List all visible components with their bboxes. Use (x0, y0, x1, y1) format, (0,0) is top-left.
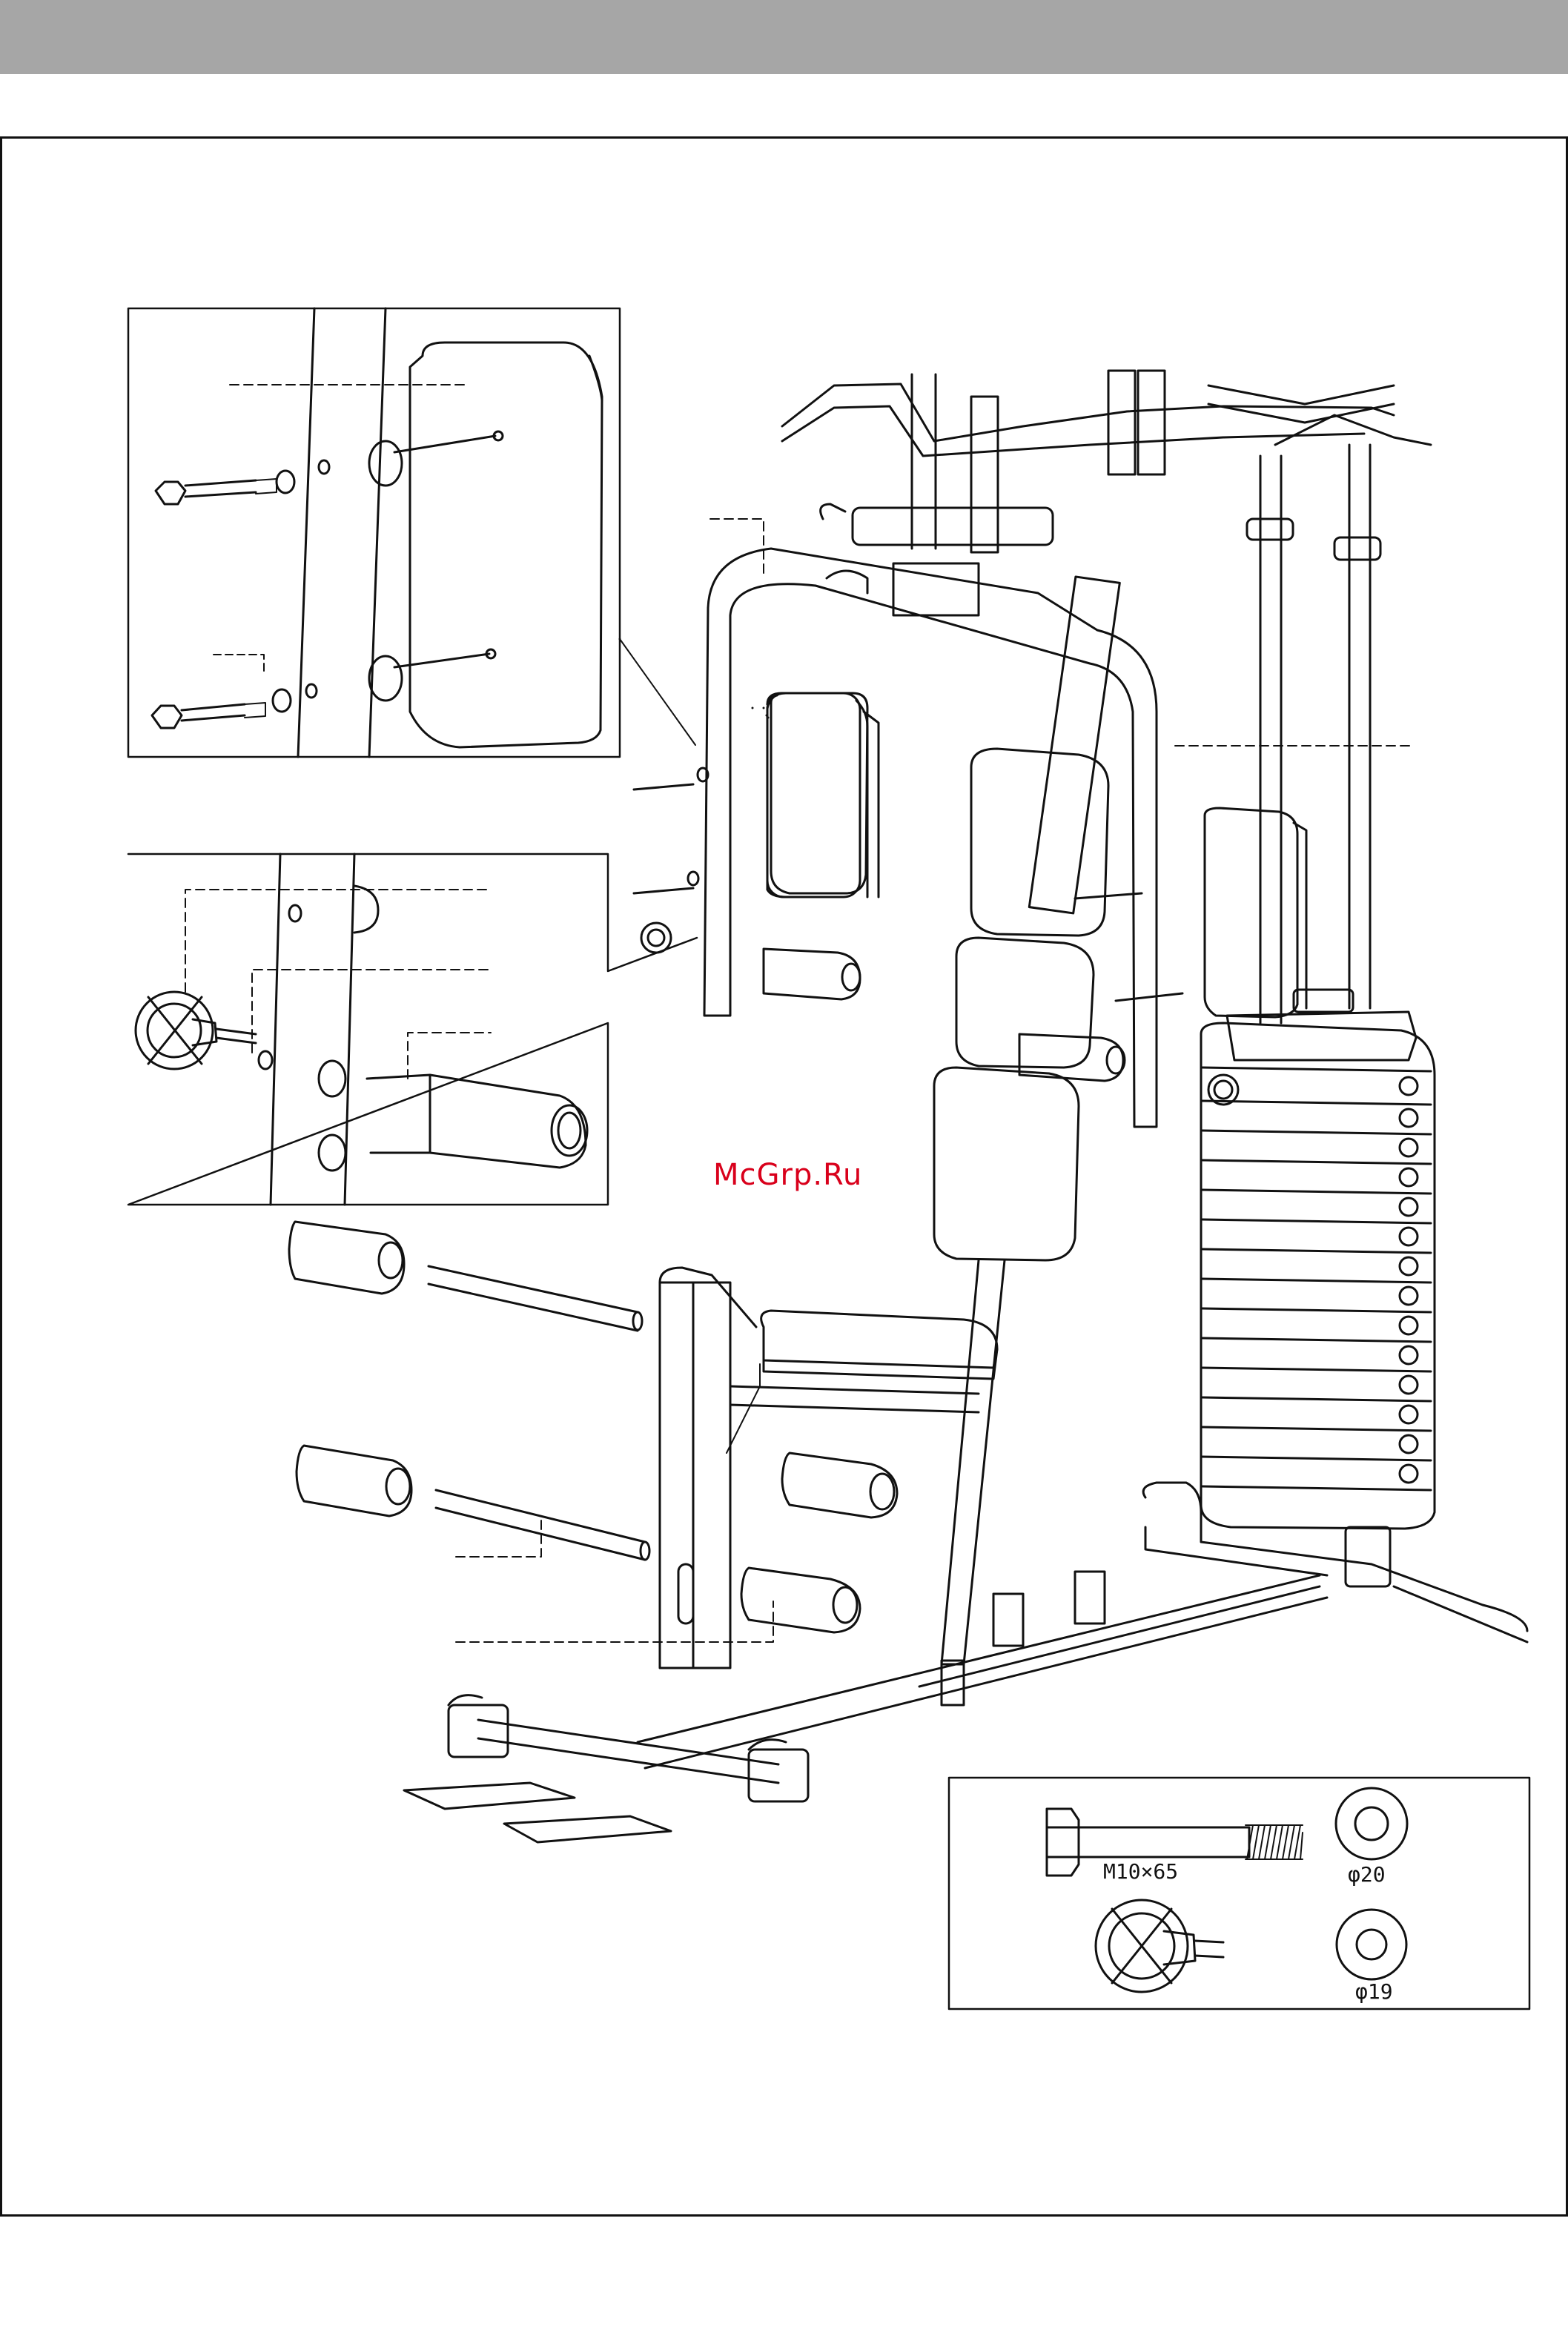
bolt-size-label: M10×65 (1103, 1859, 1178, 1884)
hardware-box (949, 1778, 1529, 2009)
weight-stack (1201, 990, 1435, 1586)
detail-box-backpad (128, 308, 695, 757)
large-washer-label: φ20 (1348, 1862, 1386, 1887)
seat-leg-section (289, 1222, 997, 1668)
base-frame (404, 1483, 1527, 1842)
left-column-pad (767, 693, 867, 897)
detail-box-handle (128, 854, 697, 1205)
watermark-text: McGrp.Ru (713, 1158, 862, 1192)
machine-frame (634, 371, 1431, 1664)
leader-lines (710, 519, 1412, 746)
small-washer-label: φ19 (1355, 1979, 1393, 2004)
